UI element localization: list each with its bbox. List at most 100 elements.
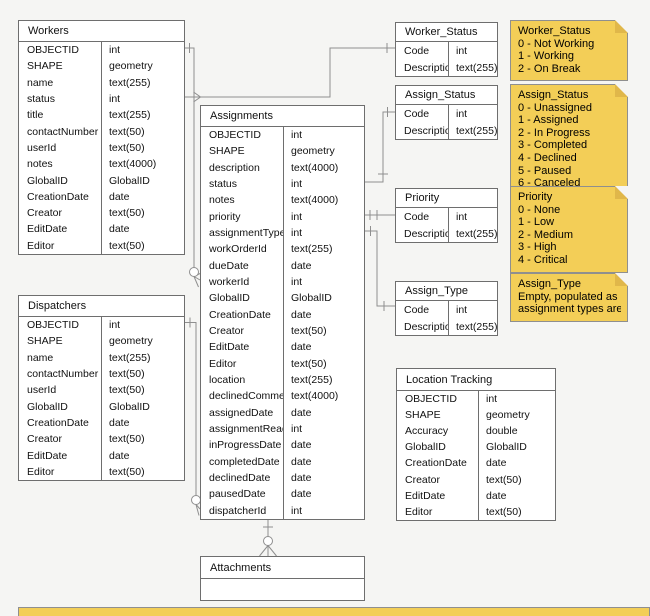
field-type: date xyxy=(478,487,555,504)
field-row: EditDate date xyxy=(201,339,364,356)
note-line: 0 - Unassigned xyxy=(518,101,592,114)
field-type: GlobalID xyxy=(101,398,184,415)
field-type: text(50) xyxy=(283,322,364,340)
field-type: date xyxy=(283,469,364,487)
field-name: EditDate xyxy=(209,341,250,354)
note-fold-icon xyxy=(615,186,628,199)
table-title: Attachments xyxy=(201,557,364,579)
field-name: Creator xyxy=(405,473,441,486)
note-line: 2 - Medium xyxy=(518,228,574,241)
field-type: date xyxy=(283,453,364,470)
relationship-assignments-assignmenttype-to-assign-type[interactable] xyxy=(365,226,395,311)
note-fold-icon xyxy=(615,84,628,97)
field-type: text(255) xyxy=(101,107,184,124)
field-type: double xyxy=(478,423,555,440)
field-type: int xyxy=(283,175,364,193)
table-assign-status[interactable]: Assign_StatusCodeintDescriptiontext(255) xyxy=(395,85,498,140)
field-name: dispatcherId xyxy=(209,504,267,517)
field-name: priority xyxy=(209,210,241,223)
field-type: text(50) xyxy=(101,204,184,222)
field-type: int xyxy=(448,105,497,122)
field-type: date xyxy=(101,447,184,464)
note-line: 2 - In Progress xyxy=(518,126,591,139)
field-type: text(50) xyxy=(101,431,184,448)
table-priority[interactable]: PriorityCodeintDescriptiontext(255) xyxy=(395,188,498,243)
field-name: OBJECTID xyxy=(405,393,457,406)
field-type: int xyxy=(101,90,184,108)
field-type: int xyxy=(101,42,184,59)
field-type: geometry xyxy=(101,333,184,350)
field-name: status xyxy=(209,178,238,191)
field-name: SHAPE xyxy=(27,60,63,73)
field-type: date xyxy=(478,455,555,472)
field-row: GlobalID GlobalID xyxy=(201,290,364,307)
field-type: text(50) xyxy=(283,355,364,372)
field-name: EditDate xyxy=(27,449,68,462)
field-row: notes text(4000) xyxy=(201,192,364,209)
field-type: date xyxy=(283,339,364,356)
field-name: EditDate xyxy=(27,223,68,236)
field-name: Editor xyxy=(209,357,237,370)
note-line: 0 - None xyxy=(518,203,561,216)
field-name: GlobalID xyxy=(209,292,250,305)
field-type: date xyxy=(283,404,364,421)
field-type: text(4000) xyxy=(283,192,364,209)
field-name: EditDate xyxy=(405,489,446,502)
relationship-workers-to-assignments-workerid[interactable] xyxy=(185,43,201,288)
zero-or-many-circle-icon xyxy=(263,536,273,546)
note-line: 3 - Completed xyxy=(518,139,588,152)
field-type: GlobalID xyxy=(283,290,364,307)
relationship-workers-status-to-worker-status[interactable] xyxy=(185,43,395,103)
field-name: OBJECTID xyxy=(27,44,79,57)
table-worker-status[interactable]: Worker_StatusCodeintDescriptiontext(255) xyxy=(395,22,498,77)
field-name: CreationDate xyxy=(27,416,89,429)
relationship-assignments-priority-to-priority[interactable] xyxy=(365,210,395,220)
field-row: Editor text(50) xyxy=(201,355,364,372)
note-line: 1 - Assigned xyxy=(518,114,579,127)
field-type: text(255) xyxy=(448,59,497,76)
relationship-dispatchers-to-assignments-dispatcherid[interactable] xyxy=(185,317,201,516)
field-type: int xyxy=(283,273,364,291)
field-row: status int xyxy=(201,175,364,193)
relationship-assignments-status-to-assign-status[interactable] xyxy=(365,107,395,183)
relationship-assignments-to-attachments[interactable] xyxy=(259,517,277,557)
field-name: CreationDate xyxy=(209,308,271,321)
table-attachments[interactable]: Attachments xyxy=(200,556,365,601)
field-row: Descriptiontext(255) xyxy=(396,225,497,242)
note-line: 5 - Paused xyxy=(518,164,572,177)
field-type: text(50) xyxy=(101,382,184,399)
table-assign-type[interactable]: Assign_TypeCodeintDescriptiontext(255) xyxy=(395,281,498,336)
field-type: date xyxy=(283,257,364,274)
field-name: title xyxy=(27,109,44,122)
field-name: completedDate xyxy=(209,455,280,468)
field-name: OBJECTID xyxy=(27,319,79,332)
field-name: notes xyxy=(209,194,235,207)
field-name: inProgressDate xyxy=(209,439,282,452)
field-name: SHAPE xyxy=(209,145,245,158)
field-type: int xyxy=(478,391,555,408)
note-line: Assign_Type xyxy=(518,278,581,290)
field-type: int xyxy=(283,127,364,144)
empty-row xyxy=(201,579,364,600)
field-type: int xyxy=(448,301,497,318)
